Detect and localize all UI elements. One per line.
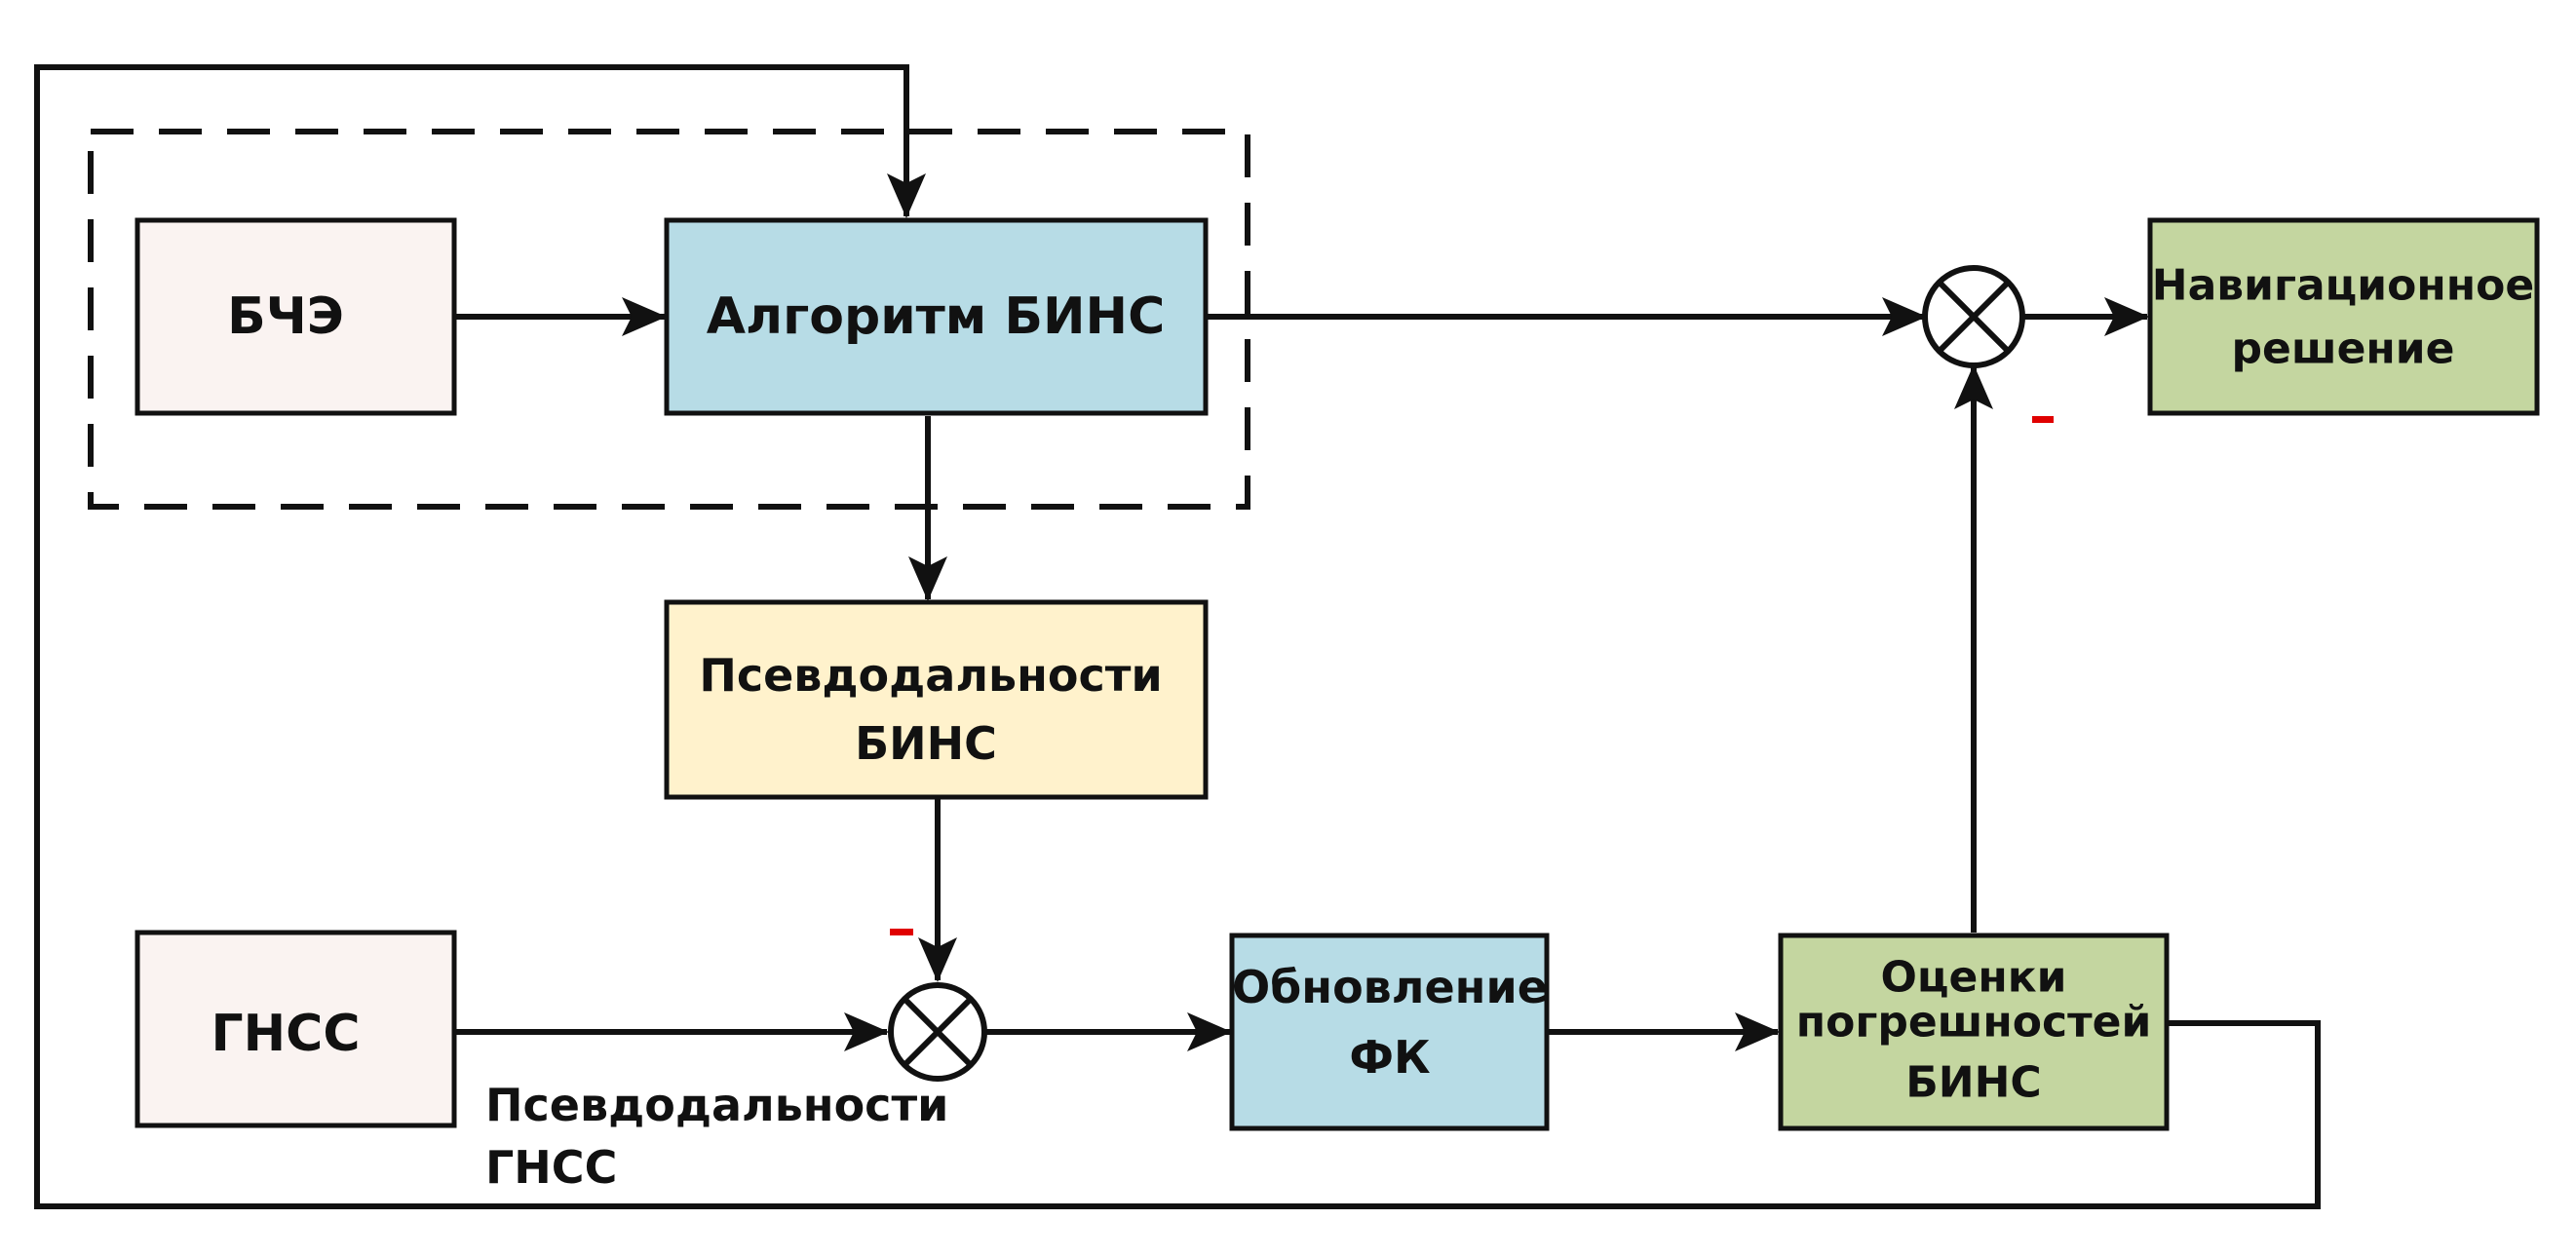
block-bche-label: БЧЭ	[227, 287, 344, 346]
block-navigation-solution-line2: решение	[2232, 324, 2455, 374]
block-gnss: ГНСС	[135, 930, 457, 1128]
block-filter-update-line2: ФК	[1349, 1031, 1430, 1084]
gnss-pseudoranges-label-line1: Псевдодальности	[485, 1079, 948, 1131]
block-bche: БЧЭ	[135, 217, 457, 416]
block-bins-algorithm-label: Алгоритм БИНС	[707, 287, 1165, 346]
block-error-estimates-line1: Оценки	[1881, 953, 2067, 1003]
block-error-estimates: Оценки погрешностей БИНС	[1778, 933, 2170, 1131]
minus-sign-bottom	[890, 929, 913, 935]
summing-junction-bottom	[888, 982, 987, 1082]
block-navigation-solution: Навигационное решение	[2147, 217, 2540, 416]
summing-junction-top	[1922, 265, 2025, 368]
block-navigation-solution-line1: Навигационное	[2152, 261, 2534, 311]
block-bins-pseudoranges-line2: БИНС	[855, 717, 997, 770]
block-error-estimates-line3: БИНС	[1905, 1058, 2041, 1108]
block-gnss-label: ГНСС	[211, 1005, 361, 1063]
block-filter-update-line1: Обновление	[1232, 961, 1548, 1013]
block-bins-pseudoranges-line1: Псевдодальности	[699, 649, 1162, 702]
minus-sign-top	[2032, 416, 2054, 423]
bins-group-dashed-frame	[88, 129, 1250, 510]
block-bins-pseudoranges: Псевдодальности БИНС	[664, 599, 1209, 800]
gnss-pseudoranges-label-line2: ГНСС	[485, 1141, 617, 1194]
block-error-estimates-line2: погрешностей	[1796, 998, 2152, 1048]
block-bins-algorithm: Алгоритм БИНС	[664, 217, 1209, 416]
block-filter-update: Обновление ФК	[1229, 933, 1550, 1131]
feedback-loop-line	[34, 64, 2321, 1209]
